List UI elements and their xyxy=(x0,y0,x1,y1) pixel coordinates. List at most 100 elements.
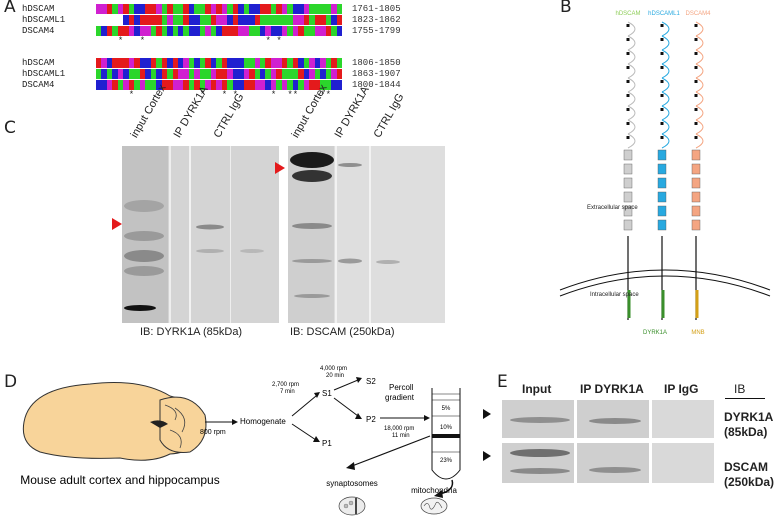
residue-cell xyxy=(117,80,124,90)
e-col-ip-dyrk1a: IP DYRK1A xyxy=(580,382,644,396)
residue-cell xyxy=(101,80,108,90)
p2-label: P2 xyxy=(366,415,376,424)
ig-domain-loop xyxy=(695,63,704,79)
residue-cell xyxy=(183,69,190,79)
residue-cell xyxy=(303,15,310,25)
residue-cell xyxy=(320,80,326,90)
ig-domain-loop xyxy=(695,21,704,37)
residue-cell xyxy=(309,26,315,36)
protein-label-hdscaml1: hDSCAML1 xyxy=(648,11,680,17)
residue-cell xyxy=(221,80,228,90)
ig-domain-loop xyxy=(695,105,704,121)
domain-tick xyxy=(694,24,698,27)
residue-cell xyxy=(243,26,250,36)
residue-cell xyxy=(249,69,255,79)
ig-domain-loop xyxy=(627,133,636,149)
residue-cell xyxy=(309,80,315,90)
residue-cell xyxy=(227,26,233,36)
residue-cell xyxy=(112,15,119,25)
residue-cell xyxy=(112,80,119,90)
residue-cell xyxy=(145,4,151,14)
residue-cell xyxy=(320,15,326,25)
protein-label-hdscam: hDSCAM xyxy=(615,11,640,17)
e-blot-dyrk1a-igg xyxy=(652,400,714,438)
residue-cell xyxy=(232,4,239,14)
residue-cell xyxy=(314,15,321,25)
residue-cell xyxy=(260,69,266,79)
spin-2700-rpm: 2,700 rpm xyxy=(272,382,299,388)
domain-tick xyxy=(694,52,698,55)
conservation-star: * xyxy=(320,90,326,100)
domain-tick xyxy=(660,52,664,55)
residue-cell xyxy=(331,58,337,68)
residue-cell xyxy=(128,26,135,36)
ig-domain-loop xyxy=(661,119,670,135)
ig-domain-loop xyxy=(695,119,704,135)
residue-cell xyxy=(178,69,184,79)
residue-cell xyxy=(336,69,343,79)
residue-cell xyxy=(150,69,157,79)
residue-cell xyxy=(117,15,124,25)
fn-domain-box xyxy=(691,219,701,231)
residue-cell xyxy=(265,80,272,90)
residue-cell xyxy=(101,26,108,36)
residue-cell xyxy=(134,58,141,68)
conservation-star: * xyxy=(270,90,277,100)
residue-cell xyxy=(276,4,283,14)
residue-cell xyxy=(117,69,124,79)
residue-cell xyxy=(336,15,343,25)
residue-cell xyxy=(314,58,321,68)
residue-cell xyxy=(205,15,212,25)
fn-domain-box xyxy=(623,191,633,203)
residue-cell xyxy=(199,69,206,79)
residue-cell xyxy=(292,4,299,14)
residue-cell xyxy=(134,26,141,36)
ig-domain-loop xyxy=(627,105,636,121)
ig-domain-loop xyxy=(695,49,704,65)
residue-cell xyxy=(161,58,168,68)
e-row1-size: (85kDa) xyxy=(724,425,768,439)
red-arrowhead-1 xyxy=(112,218,122,230)
seq-range: 1755-1799 xyxy=(352,26,401,36)
domain-tick xyxy=(694,122,698,125)
conservation-star: * xyxy=(265,36,271,46)
residue-cell xyxy=(210,80,217,90)
ig-domain-loop xyxy=(695,77,704,93)
e-blot-dscam-input xyxy=(502,443,574,483)
e-arrow-2 xyxy=(483,451,491,461)
ig-domain-loop xyxy=(627,21,636,37)
residue-cell xyxy=(183,58,190,68)
residue-cell xyxy=(325,80,332,90)
e-row1-label: DYRK1A xyxy=(724,410,774,424)
fn-domain-box xyxy=(657,205,667,217)
conservation-star: * xyxy=(276,36,282,46)
e-arrow-1 xyxy=(483,409,491,419)
spin-18000-rpm: 18,000 rpm xyxy=(384,426,414,432)
residue-cell xyxy=(150,26,157,36)
residue-cell xyxy=(309,4,315,14)
residue-cell xyxy=(112,58,119,68)
residue-cell xyxy=(183,4,190,14)
residue-cell xyxy=(292,26,299,36)
residue-cell xyxy=(188,58,195,68)
residue-cell xyxy=(314,26,321,36)
residue-cell xyxy=(150,4,157,14)
e-row2-size: (250kDa) xyxy=(724,475,775,489)
residue-cell xyxy=(128,4,135,14)
residue-cell xyxy=(139,69,146,79)
residue-cell xyxy=(309,58,315,68)
residue-cell xyxy=(303,69,310,79)
seq-name: DSCAM4 xyxy=(22,26,55,36)
panel-d-label: D xyxy=(4,372,18,392)
s2-label: S2 xyxy=(366,377,376,386)
residue-cell xyxy=(325,26,332,36)
residue-cell xyxy=(194,58,201,68)
residue-cell xyxy=(232,58,239,68)
blot-dscam xyxy=(288,146,445,323)
residue-cell xyxy=(238,58,244,68)
residue-cell xyxy=(145,80,151,90)
residue-cell xyxy=(331,69,337,79)
residue-cell xyxy=(298,58,305,68)
intracellular-label: Intracellular space xyxy=(590,292,639,298)
residue-cell xyxy=(194,4,201,14)
